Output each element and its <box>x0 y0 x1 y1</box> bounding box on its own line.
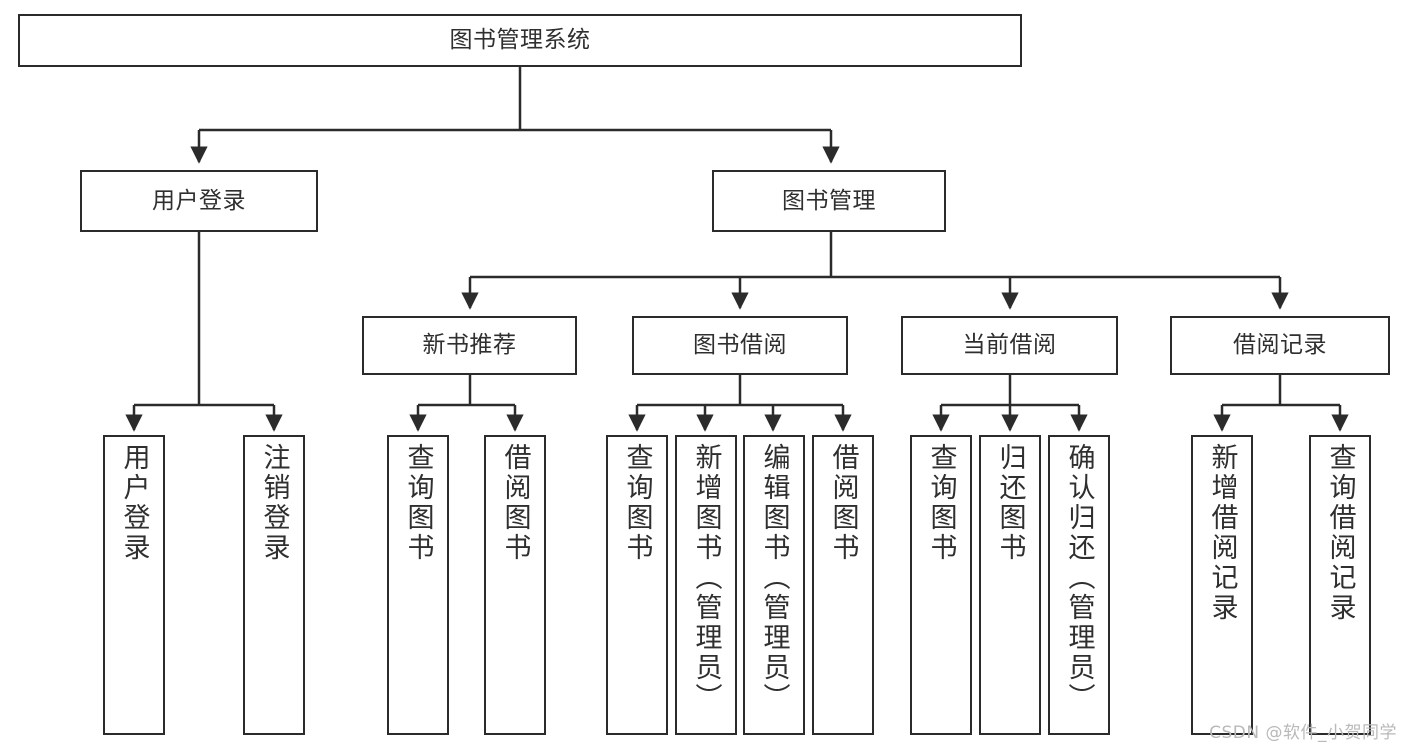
node-current-borrow[interactable]: 当前借阅 <box>901 316 1118 375</box>
leaf-query-book-borrow[interactable]: 查询图书 <box>606 435 668 735</box>
leaf-borrow-book-recommend[interactable]: 借阅图书 <box>484 435 546 735</box>
node-label: 新书推荐 <box>422 332 517 359</box>
leaf-query-book-current[interactable]: 查询图书 <box>910 435 972 735</box>
node-label: 归还图书 <box>994 443 1026 563</box>
leaf-query-book-recommend[interactable]: 查询图书 <box>387 435 449 735</box>
node-label: 借阅图书 <box>499 443 531 563</box>
node-root[interactable]: 图书管理系统 <box>18 14 1022 67</box>
node-book-borrow[interactable]: 图书借阅 <box>632 316 848 375</box>
node-label: 借阅记录 <box>1233 332 1327 359</box>
node-label: 新增借阅记录 <box>1206 443 1238 623</box>
leaf-edit-book-admin[interactable]: 编辑图书（管理员） <box>743 435 805 735</box>
node-label: 用户登录 <box>152 187 246 214</box>
node-label: 图书借阅 <box>693 332 787 359</box>
node-label: 图书管理 <box>782 187 876 214</box>
node-label: 借阅图书 <box>827 443 859 563</box>
node-label: 注销登录 <box>258 443 290 563</box>
node-book-management[interactable]: 图书管理 <box>712 170 946 232</box>
node-label: 编辑图书（管理员） <box>758 443 790 713</box>
node-label: 查询图书 <box>621 443 653 563</box>
node-label: 查询图书 <box>402 443 434 563</box>
leaf-return-book[interactable]: 归还图书 <box>979 435 1041 735</box>
node-label: 查询图书 <box>925 443 957 563</box>
leaf-logout[interactable]: 注销登录 <box>243 435 305 735</box>
node-new-book-recommend[interactable]: 新书推荐 <box>362 316 577 375</box>
node-label: 图书管理系统 <box>449 27 591 54</box>
csdn-watermark: CSDN @软件_小贺同学 <box>1209 723 1397 743</box>
node-label: 当前借阅 <box>962 332 1057 359</box>
leaf-confirm-return-admin[interactable]: 确认归还（管理员） <box>1048 435 1110 735</box>
node-label: 新增图书（管理员） <box>690 443 722 713</box>
leaf-add-borrow-record[interactable]: 新增借阅记录 <box>1191 435 1253 735</box>
node-label: 确认归还（管理员） <box>1063 443 1095 713</box>
leaf-add-book-admin[interactable]: 新增图书（管理员） <box>675 435 737 735</box>
node-label: 查询借阅记录 <box>1324 443 1356 623</box>
leaf-query-borrow-record[interactable]: 查询借阅记录 <box>1309 435 1371 735</box>
node-user-login[interactable]: 用户登录 <box>80 170 318 232</box>
leaf-user-login[interactable]: 用户登录 <box>103 435 165 735</box>
leaf-borrow-book[interactable]: 借阅图书 <box>812 435 874 735</box>
node-label: 用户登录 <box>118 443 150 563</box>
node-borrow-records[interactable]: 借阅记录 <box>1170 316 1390 375</box>
